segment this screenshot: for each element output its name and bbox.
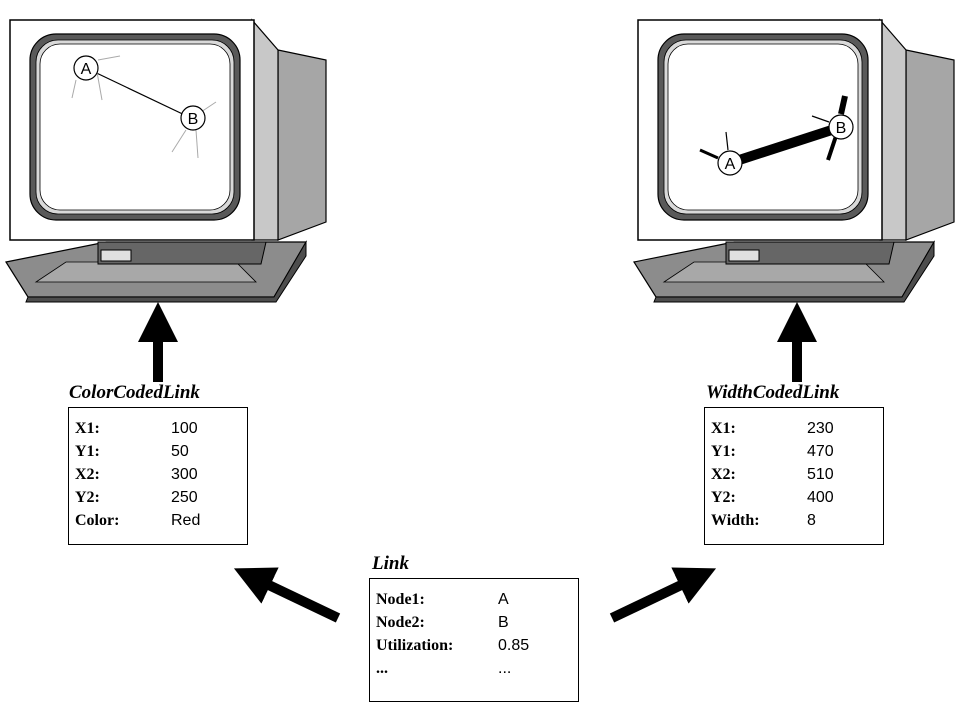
left-node-a — [73, 55, 99, 81]
left-monitor-icon — [5, 19, 327, 303]
right-node-a-label: A — [725, 156, 736, 173]
row-value: 300 — [171, 466, 198, 483]
row-value: 510 — [807, 466, 834, 483]
row-key: Color: — [75, 512, 120, 529]
row-key: X2: — [75, 466, 100, 483]
right-node-b — [828, 114, 854, 140]
row-value: 470 — [807, 443, 834, 460]
row-value: B — [498, 614, 509, 631]
row-key: Utilization: — [376, 637, 454, 654]
row-value: 250 — [171, 489, 198, 506]
width-coded-link-title: WidthCodedLink — [706, 382, 840, 403]
row-value: 100 — [171, 420, 198, 437]
color-coded-link-title: ColorCodedLink — [69, 382, 200, 403]
row-key: Node2: — [376, 614, 425, 631]
row-key: Y2: — [711, 489, 736, 506]
row-key: Y2: — [75, 489, 100, 506]
link-box: Node1: A Node2: B Utilization: 0.85 ... … — [369, 578, 579, 702]
row-key: X1: — [711, 420, 736, 437]
row-key: ... — [376, 660, 388, 677]
right-node-a — [717, 150, 743, 176]
left-link-drawing: A B — [71, 55, 217, 159]
row-value: ... — [498, 660, 512, 677]
row-key: X2: — [711, 466, 736, 483]
width-coded-link-box: X1: 230 Y1: 470 X2: 510 Y2: 400 Width: 8 — [704, 407, 884, 545]
row-key: Width: — [711, 512, 760, 529]
row-value: 50 — [171, 443, 189, 460]
row-value: Red — [171, 512, 201, 529]
left-node-b-label: B — [188, 111, 199, 128]
arrow-link-to-widthcoded — [609, 567, 717, 623]
row-key: Y1: — [75, 443, 100, 460]
left-node-a-label: A — [81, 61, 92, 78]
row-value: 0.85 — [498, 637, 530, 654]
right-node-b-label: B — [836, 120, 847, 137]
row-key: Node1: — [376, 591, 425, 608]
color-coded-link-box: X1: 100 Y1: 50 X2: 300 Y2: 250 Color: Re… — [68, 407, 248, 545]
row-value: 400 — [807, 489, 834, 506]
row-value: A — [498, 591, 509, 608]
link-title: Link — [372, 553, 409, 574]
arrow-link-to-colorcoded — [233, 567, 341, 623]
right-monitor-icon — [633, 19, 955, 303]
row-key: Y1: — [711, 443, 736, 460]
row-key: X1: — [75, 420, 100, 437]
left-node-b — [180, 105, 206, 131]
row-value: 8 — [807, 512, 816, 529]
right-link-drawing: A B — [699, 95, 854, 176]
row-value: 230 — [807, 420, 834, 437]
